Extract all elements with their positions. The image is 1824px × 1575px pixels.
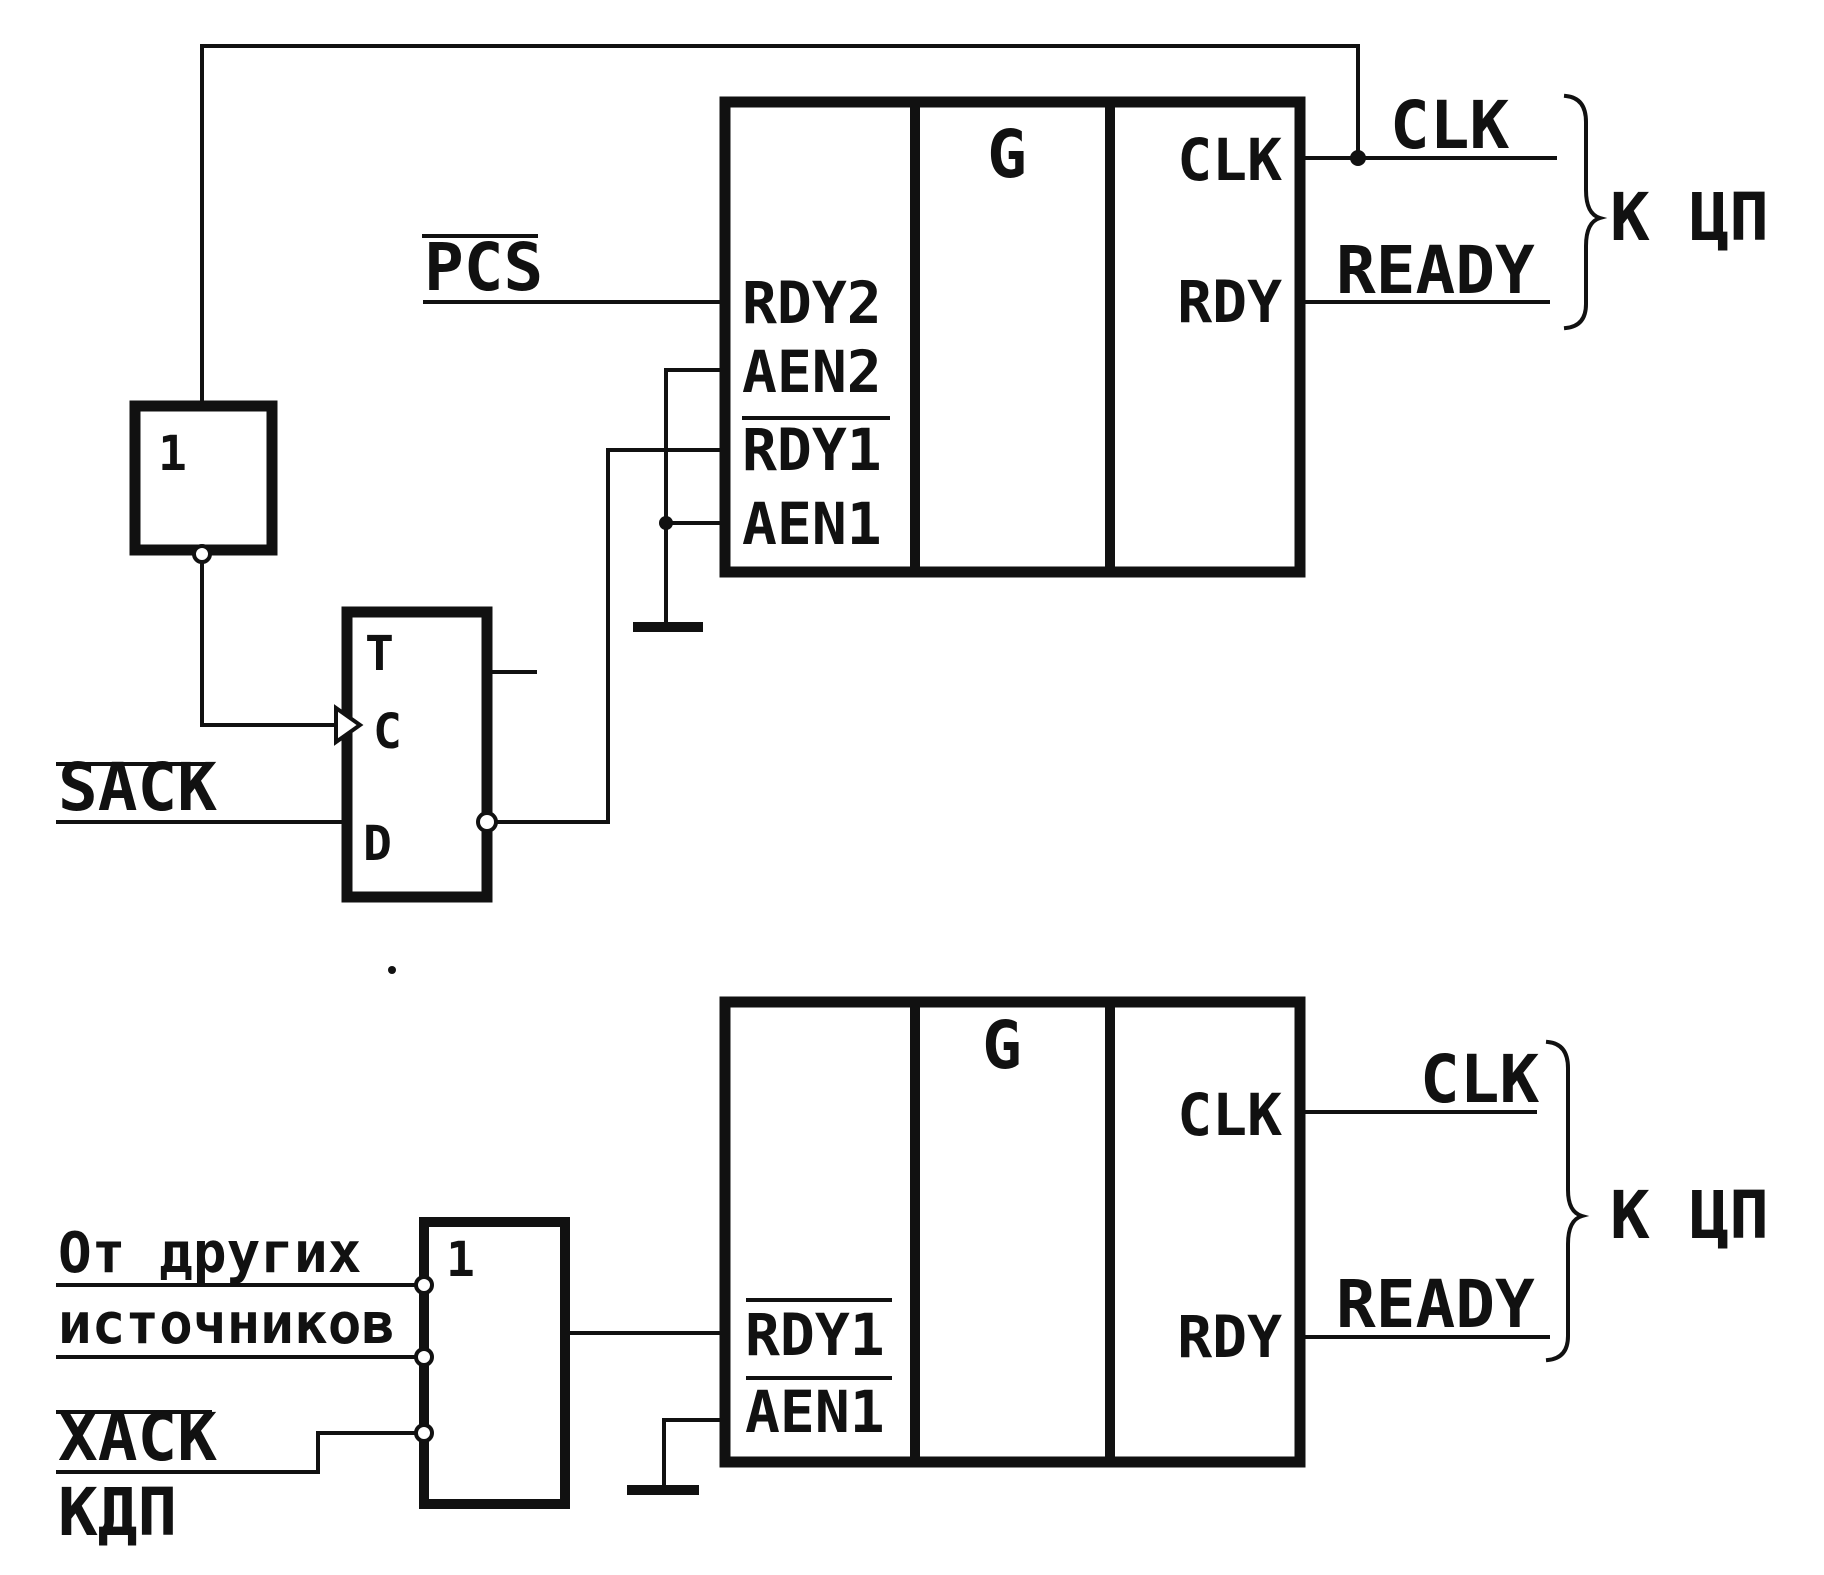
top-trigger-c-label: C xyxy=(373,704,402,760)
top-trigger-inverted-output xyxy=(476,811,498,833)
top-circuit xyxy=(56,44,1608,903)
top-pin-aen2: AEN2 xyxy=(742,338,882,406)
top-pin-aen1: AEN1 xyxy=(742,490,882,558)
bottom-aen1-ground-wire xyxy=(662,1418,727,1490)
bottom-pin-clk: CLK xyxy=(1177,1081,1282,1149)
bottom-gate-label: 1 xyxy=(446,1232,475,1288)
top-pin-rdy1: RDY1 xyxy=(742,416,882,484)
bottom-generator-box xyxy=(719,996,1306,1468)
top-pcs-label: PCS xyxy=(424,229,543,306)
bottom-pin-rdy: RDY xyxy=(1177,1303,1282,1371)
top-rdy1-wire xyxy=(490,448,727,824)
bottom-clk-out-label: CLK xyxy=(1420,1041,1539,1118)
top-or-gate-inverting-output xyxy=(192,544,212,564)
scan-speck xyxy=(388,966,396,974)
top-trigger-t-label: T xyxy=(365,626,394,682)
top-to-cpu-label: К ЦП xyxy=(1610,179,1769,256)
bottom-xack-wire xyxy=(56,1431,418,1474)
top-trigger-clock-triangle xyxy=(334,704,364,746)
bottom-circuit xyxy=(56,996,1590,1509)
bottom-to-cpu-label: К ЦП xyxy=(1610,1177,1769,1254)
bottom-other-sources-line2: источников xyxy=(58,1292,395,1357)
top-pin-rdy: RDY xyxy=(1177,268,1282,336)
top-sack-label: SACK xyxy=(58,749,217,826)
bottom-kdp-label: КДП xyxy=(58,1474,177,1551)
top-or-gate-label: 1 xyxy=(158,426,187,482)
top-generator-g-label: G xyxy=(987,116,1027,193)
bottom-gate-input-bubble-1 xyxy=(414,1275,434,1295)
top-clk-feedback-wire xyxy=(200,44,1360,408)
bottom-generator-g-label: G xyxy=(982,1007,1022,1084)
bottom-pin-rdy1: RDY1 xyxy=(745,1301,885,1369)
bottom-ready-out-label: READY xyxy=(1336,1266,1535,1343)
bottom-gate-input-bubble-2 xyxy=(414,1347,434,1367)
top-pin-rdy2: RDY2 xyxy=(742,269,882,337)
bottom-gate-input-bubble-3 xyxy=(414,1423,434,1443)
top-generator-box xyxy=(719,96,1306,578)
top-clk-out-label: CLK xyxy=(1390,87,1509,164)
top-ground-junction-dot xyxy=(659,516,673,530)
bottom-xack-label: XACK xyxy=(58,1399,217,1476)
bottom-brace xyxy=(1545,1039,1590,1363)
top-or-gate-box xyxy=(129,400,278,556)
top-pin-clk: CLK xyxy=(1177,126,1282,194)
top-brace xyxy=(1563,93,1608,331)
top-ready-out-label: READY xyxy=(1336,232,1535,309)
top-trigger-d-label: D xyxy=(363,816,392,872)
bottom-pin-aen1: AEN1 xyxy=(745,1378,885,1446)
top-or-to-trigger-wire xyxy=(200,560,336,727)
bottom-other-sources-line1: От других xyxy=(58,1221,361,1286)
top-trigger-box xyxy=(341,606,493,903)
